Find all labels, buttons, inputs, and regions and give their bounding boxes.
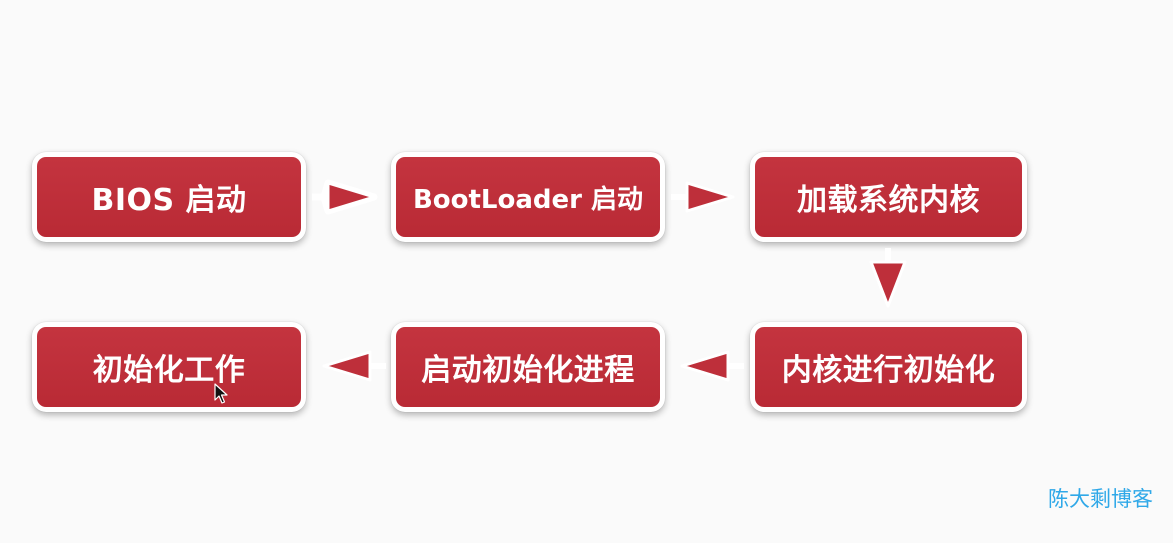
step-load-kernel-label: 加载系统内核 (755, 157, 1022, 237)
watermark: 陈大剩博客 (1048, 487, 1153, 511)
step-bios-boot: BIOS 启动 (32, 152, 306, 242)
step-load-kernel: 加载系统内核 (750, 152, 1027, 242)
step-bootloader-boot: BootLoader 启动 (391, 152, 665, 242)
arrow-left-icon (680, 350, 744, 382)
step-kernel-init: 内核进行初始化 (750, 322, 1027, 412)
arrow-right-icon (671, 181, 735, 213)
step-start-init-process-label: 启动初始化进程 (396, 327, 660, 407)
step-init-work: 初始化工作 (32, 322, 306, 412)
arrow-right-icon (312, 179, 378, 215)
step-init-work-label: 初始化工作 (37, 327, 301, 407)
step-start-init-process: 启动初始化进程 (391, 322, 665, 412)
arrow-left-icon (322, 350, 386, 382)
mouse-cursor-icon (214, 383, 228, 404)
step-bios-boot-label: BIOS 启动 (37, 157, 301, 237)
step-bootloader-boot-label: BootLoader 启动 (396, 157, 660, 237)
step-kernel-init-label: 内核进行初始化 (755, 327, 1022, 407)
arrow-down-icon (869, 248, 907, 308)
